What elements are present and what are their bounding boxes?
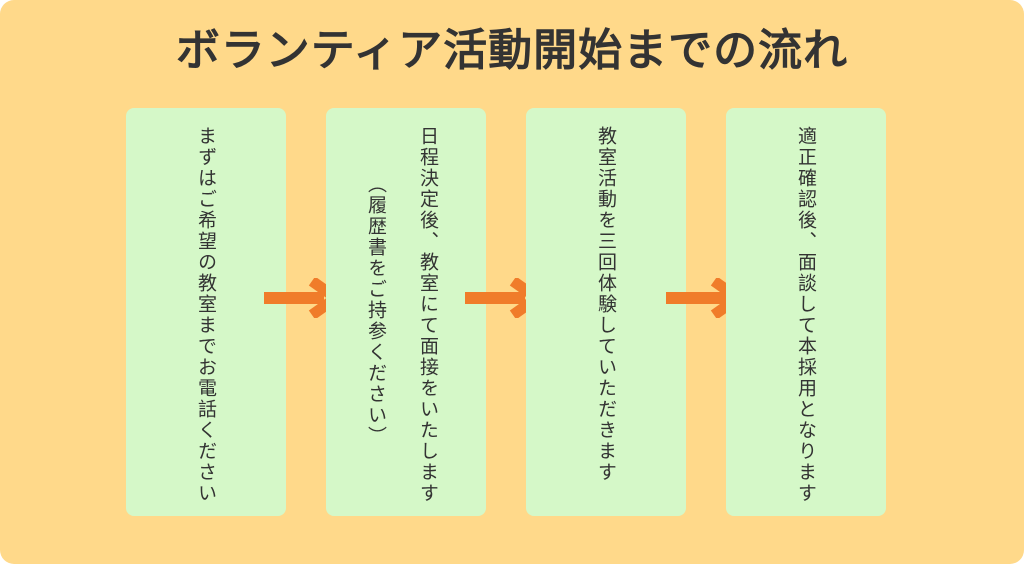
step-2-box: 日程決定後、教室にて面接をいたします （履歴書をご持参ください） <box>326 108 486 516</box>
step-2-note: （履歴書をご持参ください） <box>365 174 387 447</box>
step-3-text: 教室活動を三回体験していただきます <box>595 126 617 483</box>
step-4-text: 適正確認後、面談して本採用となります <box>795 126 817 504</box>
page-title: ボランティア活動開始までの流れ <box>175 25 849 76</box>
step-1-text: まずはご希望の教室までお電話ください <box>195 126 217 504</box>
step-4-box: 適正確認後、面談して本採用となります <box>726 108 886 516</box>
step-3-box: 教室活動を三回体験していただきます <box>526 108 686 516</box>
step-1-box: まずはご希望の教室までお電話ください <box>126 108 286 516</box>
step-2-text: 日程決定後、教室にて面接をいたします <box>417 126 439 504</box>
